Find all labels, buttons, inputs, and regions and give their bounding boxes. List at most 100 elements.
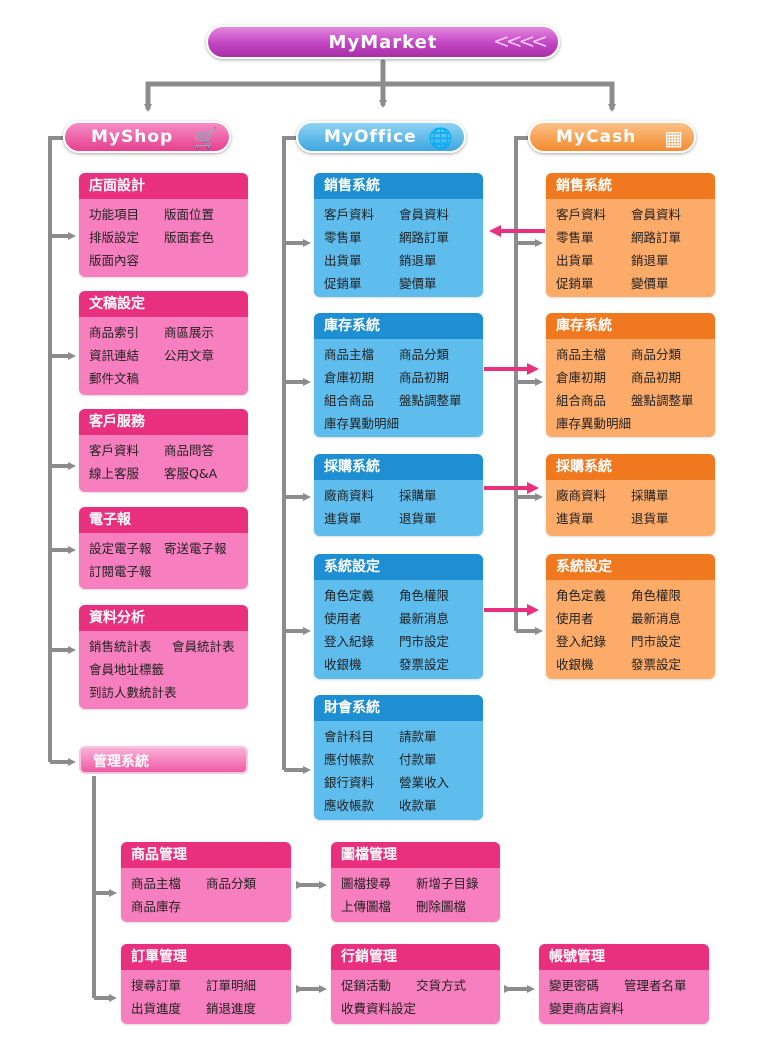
cash-box-inventory: 庫存系統 商品主檔商品分類 倉庫初期商品初期 組合商品盤點調整單 庫存異動明細 <box>546 313 715 437</box>
mymarket-title: MyMarket <<<< <box>206 25 560 59</box>
box-item: 銷退單 <box>399 253 437 268</box>
box-item: 設定電子報 <box>89 541 152 556</box>
mycash-header: MyCash ▦ <box>528 121 696 153</box>
shop-box-customer-service: 客戶服務 客戶資料商品問答 線上客服客服Q&A <box>79 409 248 492</box>
box-title: 銷售系統 <box>314 173 483 199</box>
cash-box-purchasing: 採購系統 廠商資料採購單 進貨單退貨單 <box>546 454 715 536</box>
box-item: 商品分類 <box>206 876 257 891</box>
management-system-label: 管理系統 <box>93 754 149 770</box>
box-item: 商品初期 <box>399 370 450 385</box>
office-box-system-settings: 系統設定 角色定義角色權限 使用者最新消息 登入紀錄門市設定 收銀機發票設定 <box>314 554 483 679</box>
box-item: 商區展示 <box>164 325 215 340</box>
box-item: 付款單 <box>399 752 437 767</box>
mgmt-box-image-files: 圖檔管理 圖檔搜尋新增子目錄 上傳圖檔刪除圖檔 <box>331 842 500 922</box>
box-item: 客戶資料 <box>556 207 607 222</box>
box-item: 發票設定 <box>399 657 450 672</box>
box-item: 郵件文稿 <box>89 371 140 386</box>
management-system-header: 管理系統 <box>79 746 248 774</box>
box-title: 店面設計 <box>79 173 248 199</box>
box-item: 盤點調整單 <box>399 393 462 408</box>
box-item: 廠商資料 <box>556 488 607 503</box>
box-title: 銷售系統 <box>546 173 715 199</box>
box-item: 庫存異動明細 <box>556 416 632 431</box>
box-item: 門市設定 <box>399 634 450 649</box>
box-item: 零售單 <box>556 230 594 245</box>
box-item: 商品庫存 <box>131 899 182 914</box>
box-item: 促銷單 <box>324 276 362 291</box>
box-item: 盤點調整單 <box>631 393 694 408</box>
box-item: 商品主檔 <box>131 876 182 891</box>
box-item: 採購單 <box>399 488 437 503</box>
mgmt-box-orders: 訂單管理 搜尋訂單訂單明細 出貨進度銷退進度 <box>121 944 291 1024</box>
box-item: 進貨單 <box>556 511 594 526</box>
mycash-label: MyCash <box>556 127 637 147</box>
box-item: 退貨單 <box>399 511 437 526</box>
box-title: 系統設定 <box>546 554 715 580</box>
box-title: 庫存系統 <box>314 313 483 339</box>
shop-box-newsletter: 電子報 設定電子報寄送電子報 訂閱電子報 <box>79 507 248 589</box>
box-item: 零售單 <box>324 230 362 245</box>
box-item: 營業收入 <box>399 775 450 790</box>
shopping-cart-icon: 🛒 <box>193 126 219 150</box>
box-item: 訂單明細 <box>206 978 257 993</box>
box-title: 客戶服務 <box>79 409 248 435</box>
box-item: 退貨單 <box>631 511 669 526</box>
box-item: 商品主檔 <box>324 347 375 362</box>
box-item: 應收帳款 <box>324 798 375 813</box>
myshop-label: MyShop <box>91 127 174 147</box>
box-item: 商品分類 <box>631 347 682 362</box>
box-item: 角色定義 <box>324 588 375 603</box>
mgmt-box-product: 商品管理 商品主檔商品分類 商品庫存 <box>121 842 291 922</box>
box-title: 帳號管理 <box>539 944 709 970</box>
cash-box-sales: 銷售系統 客戶資料會員資料 零售單網路訂單 出貨單銷退單 促銷單變價單 <box>546 173 715 297</box>
box-item: 刪除圖檔 <box>416 899 467 914</box>
mgmt-box-accounts: 帳號管理 變更密碼 管理者名單 變更商店資料 <box>539 944 709 1024</box>
box-item: 客戶資料 <box>89 443 140 458</box>
box-item: 資訊連結 <box>89 348 140 363</box>
box-item: 管理者名單 <box>624 978 687 993</box>
box-item: 發票設定 <box>631 657 682 672</box>
box-item: 倉庫初期 <box>324 370 375 385</box>
box-item: 倉庫初期 <box>556 370 607 385</box>
box-title: 文稿設定 <box>79 291 248 317</box>
box-title: 財會系統 <box>314 695 483 721</box>
box-item: 銷退進度 <box>206 1001 257 1016</box>
cash-box-system-settings: 系統設定 角色定義角色權限 使用者最新消息 登入紀錄門市設定 收銀機發票設定 <box>546 554 715 679</box>
box-item: 使用者 <box>556 611 594 626</box>
shop-box-store-design: 店面設計 功能項目版面位置 排版設定版面套色 版面內容 <box>79 173 248 277</box>
box-item: 最新消息 <box>399 611 450 626</box>
box-item: 版面內容 <box>89 253 140 268</box>
box-item: 會員地址標籤 <box>89 662 165 677</box>
box-title: 電子報 <box>79 507 248 533</box>
globe-icon: 🌐 <box>428 126 454 150</box>
box-item: 網路訂單 <box>399 230 450 245</box>
myoffice-header: MyOffice 🌐 <box>296 121 466 153</box>
box-item: 使用者 <box>324 611 362 626</box>
box-item: 收費資料設定 <box>341 1001 417 1016</box>
box-item: 登入紀錄 <box>324 634 375 649</box>
shop-box-content-settings: 文稿設定 商品索引 商區展示 資訊連結 公用文章 郵件文稿 <box>79 291 248 395</box>
box-item: 角色定義 <box>556 588 607 603</box>
box-item: 角色權限 <box>631 588 682 603</box>
box-item: 銷退單 <box>631 253 669 268</box>
box-item: 會員資料 <box>399 207 450 222</box>
box-item: 公用文章 <box>164 348 215 363</box>
box-item: 訂閱電子報 <box>89 564 152 579</box>
box-item: 到訪人數統計表 <box>89 685 177 700</box>
box-item: 商品初期 <box>631 370 682 385</box>
box-title: 資料分析 <box>79 605 248 631</box>
box-item: 出貨單 <box>556 253 594 268</box>
box-title: 訂單管理 <box>121 944 291 970</box>
box-item: 變價單 <box>399 276 437 291</box>
box-item: 會員資料 <box>631 207 682 222</box>
box-item: 商品索引 <box>89 325 140 340</box>
box-item: 版面套色 <box>164 230 215 245</box>
myoffice-label: MyOffice <box>324 127 417 147</box>
office-box-inventory: 庫存系統 商品主檔商品分類 倉庫初期商品初期 組合商品盤點調整單 庫存異動明細 <box>314 313 483 437</box>
box-item: 變更商店資料 <box>549 1001 625 1016</box>
box-item: 促銷活動 <box>341 978 392 993</box>
box-item: 角色權限 <box>399 588 450 603</box>
box-item: 銀行資料 <box>324 775 375 790</box>
box-item: 變更密碼 <box>549 978 600 993</box>
